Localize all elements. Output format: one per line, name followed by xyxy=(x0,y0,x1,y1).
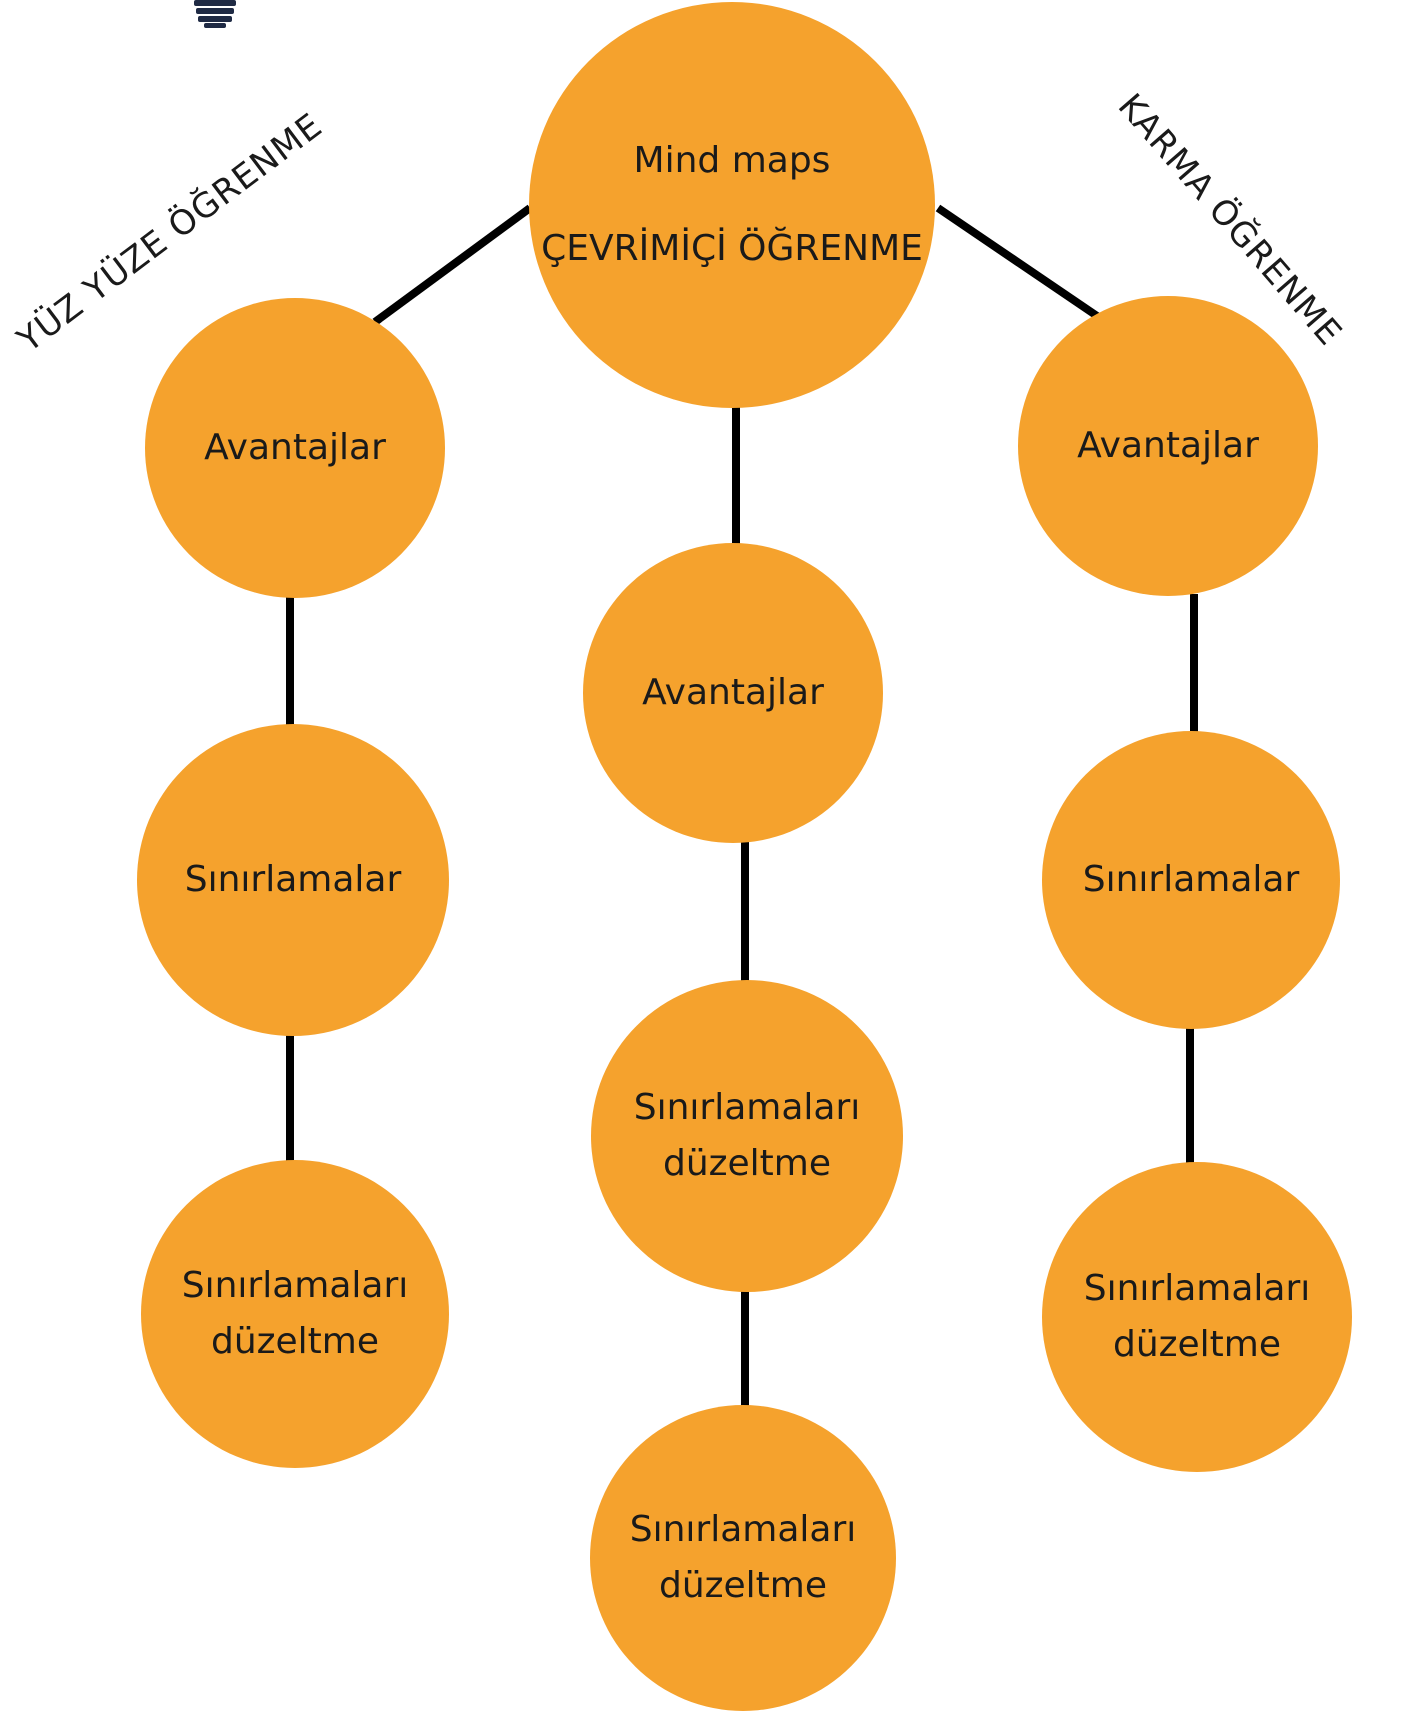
left-node-limitations: Sınırlamalar xyxy=(137,724,449,1036)
center-node: Mind maps ÇEVRİMİÇİ ÖĞRENME xyxy=(529,2,935,408)
node-label: Avantajlar xyxy=(642,672,824,713)
node-label-line2: düzeltme xyxy=(210,1321,380,1362)
lightbulb-icon xyxy=(194,0,236,28)
node-label: Avantajlar xyxy=(1077,425,1259,466)
node-label-line2: düzeltme xyxy=(662,1143,832,1184)
node-label-line1: Sınırlamaları xyxy=(181,1265,409,1306)
node-label-line2: düzeltme xyxy=(1112,1324,1282,1365)
middle-node-fixing-limitations-2: Sınırlamaları düzeltme xyxy=(590,1405,896,1711)
node-label-line1: Sınırlamaları xyxy=(633,1087,861,1128)
right-node-limitations: Sınırlamalar xyxy=(1042,731,1340,1029)
node-label-line2: düzeltme xyxy=(658,1565,828,1606)
node-label: Sınırlamalar xyxy=(1082,859,1300,900)
right-node-fixing-limitations: Sınırlamaları düzeltme xyxy=(1042,1162,1352,1472)
connector-center-left xyxy=(372,204,533,326)
node-label-line1: Sınırlamaları xyxy=(629,1509,857,1550)
connector-center-right xyxy=(935,204,1103,322)
left-node-fixing-limitations: Sınırlamaları düzeltme xyxy=(141,1160,449,1468)
center-node-title: Mind maps xyxy=(633,140,831,181)
node-label: Avantajlar xyxy=(204,427,386,468)
middle-node-advantages: Avantajlar xyxy=(583,543,883,843)
center-node-subtitle: ÇEVRİMİÇİ ÖĞRENME xyxy=(541,228,923,269)
right-node-advantages: Avantajlar xyxy=(1018,296,1318,596)
node-label-line1: Sınırlamaları xyxy=(1083,1268,1311,1309)
node-label: Sınırlamalar xyxy=(184,859,402,900)
middle-node-fixing-limitations-1: Sınırlamaları düzeltme xyxy=(591,980,903,1292)
left-node-advantages: Avantajlar xyxy=(145,298,445,598)
